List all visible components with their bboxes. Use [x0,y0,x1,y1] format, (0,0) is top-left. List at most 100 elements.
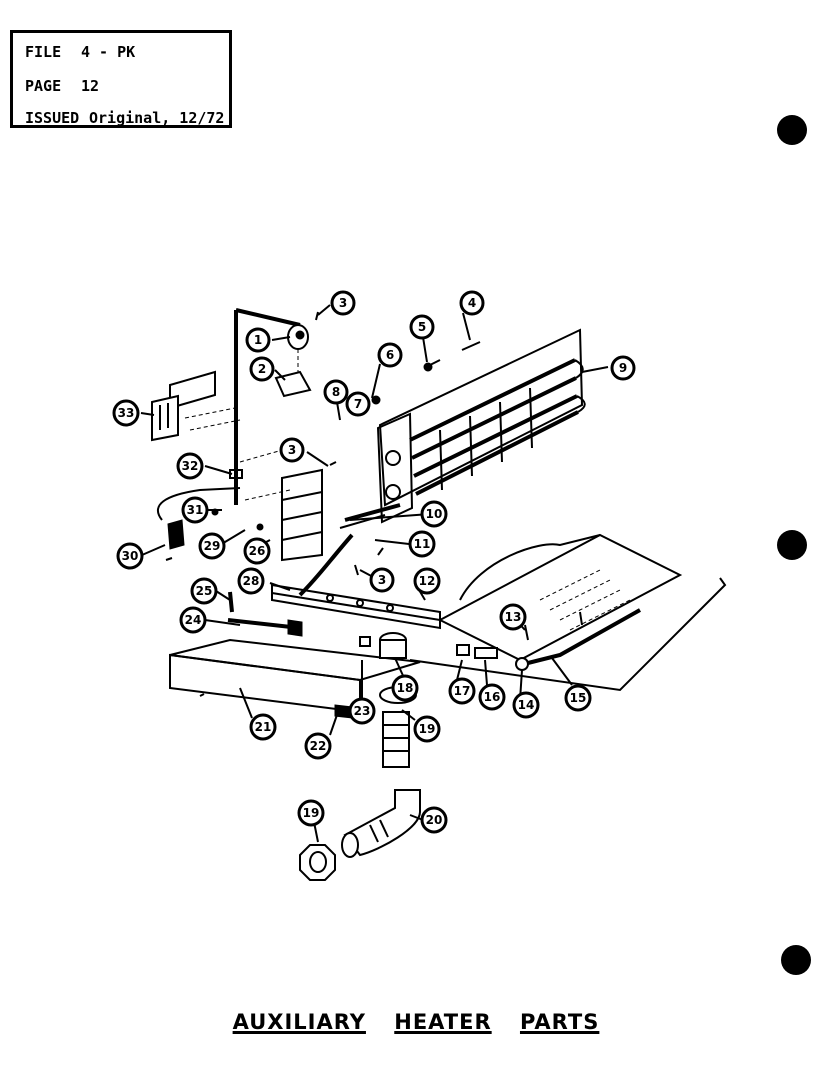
svg-text:3: 3 [288,443,296,457]
callout-14: 14 [512,691,540,719]
punch-hole-top [777,115,807,145]
callout-28: 28 [237,567,265,595]
relay-box [151,370,241,442]
callout-2: 2 [249,356,275,382]
title-word-parts: PARTS [519,1010,600,1034]
issued-value: Original, 12/72 [89,109,225,127]
svg-text:33: 33 [118,406,135,420]
terminal-box [239,444,323,562]
base-tray [409,533,727,692]
callout-11: 11 [408,530,436,558]
callout-10: 10 [420,500,448,528]
svg-text:18: 18 [397,681,414,695]
svg-text:14: 14 [518,698,535,712]
svg-text:9: 9 [619,361,627,375]
terminal-strip [227,591,303,637]
file-row: FILE 4 - PK [25,43,135,61]
channel-bracket [271,583,441,630]
svg-text:6: 6 [386,348,394,362]
svg-text:2: 2 [258,362,266,376]
callout-5: 5 [409,314,435,340]
callout-20: 20 [420,806,448,834]
callout-16: 16 [478,683,506,711]
svg-text:4: 4 [468,296,476,310]
callout-18: 18 [391,674,419,702]
svg-text:3: 3 [339,296,347,310]
svg-text:28: 28 [243,574,260,588]
svg-text:16: 16 [484,690,501,704]
callout-25: 25 [190,577,218,605]
callout-19-upper: 19 [413,715,441,743]
limit-switch [274,324,312,398]
callout-9: 9 [610,355,636,381]
issued-label: ISSUED [25,109,80,127]
svg-text:23: 23 [354,704,371,718]
page-row: PAGE 12 [25,77,99,95]
diagram-title: AUXILIARY HEATER PARTS [0,1010,832,1034]
svg-text:10: 10 [426,507,443,521]
svg-text:7: 7 [354,397,362,411]
file-value: 4 - PK [81,43,136,61]
file-info-box: FILE 4 - PK PAGE 12 ISSUED Original, 12/72 [10,30,232,128]
callout-19-lower: 19 [297,799,325,827]
title-word-heater: HEATER [394,1010,492,1034]
svg-text:20: 20 [426,813,443,827]
callout-23: 23 [348,697,376,725]
callout-12: 12 [413,567,441,595]
callout-13: 13 [499,603,527,631]
svg-text:29: 29 [204,539,221,553]
svg-text:19: 19 [303,806,320,820]
callout-30: 30 [116,542,144,570]
callout-17: 17 [448,677,476,705]
callout-22: 22 [304,732,332,760]
screws [165,311,583,697]
page-label: PAGE [25,77,62,95]
svg-text:11: 11 [414,537,431,551]
svg-text:24: 24 [185,613,202,627]
rocker-switch [156,487,241,550]
callout-4: 4 [459,290,485,316]
connectors [359,636,498,659]
svg-text:15: 15 [570,691,587,705]
svg-text:19: 19 [419,722,436,736]
callout-33: 33 [112,399,140,427]
callout-29: 29 [198,532,226,560]
title-word-auxiliary: AUXILIARY [232,1010,366,1034]
file-label: FILE [25,43,62,61]
heater-coil-assembly [376,328,586,524]
svg-text:22: 22 [310,739,327,753]
svg-text:1: 1 [254,333,262,347]
page-value: 12 [81,77,100,95]
punch-hole-bottom [781,945,811,975]
svg-text:3: 3 [378,573,386,587]
callout-32: 32 [176,452,204,480]
svg-text:13: 13 [505,610,522,624]
svg-text:8: 8 [332,385,340,399]
svg-text:26: 26 [249,544,266,558]
callout-8: 8 [323,379,349,405]
svg-text:32: 32 [182,459,199,473]
callout-24: 24 [179,606,207,634]
callout-1: 1 [245,327,271,353]
locknut [299,844,336,881]
svg-text:17: 17 [454,684,471,698]
punch-hole-middle [777,530,807,560]
svg-text:31: 31 [187,503,204,517]
callout-7: 7 [345,391,371,417]
svg-text:30: 30 [122,549,139,563]
callout-3-middle: 3 [279,437,305,463]
callout-21: 21 [249,713,277,741]
callout-3-bottom: 3 [369,567,395,593]
drain-elbow [341,789,421,858]
callout-26: 26 [243,537,271,565]
issued-row: ISSUED Original, 12/72 [25,109,224,127]
callout-3-top: 3 [330,290,356,316]
svg-text:25: 25 [196,584,213,598]
callout-6: 6 [377,342,403,368]
callout-15: 15 [564,684,592,712]
mounting-rod [229,308,301,505]
svg-text:12: 12 [419,574,436,588]
svg-text:21: 21 [255,720,272,734]
callout-31: 31 [181,496,209,524]
